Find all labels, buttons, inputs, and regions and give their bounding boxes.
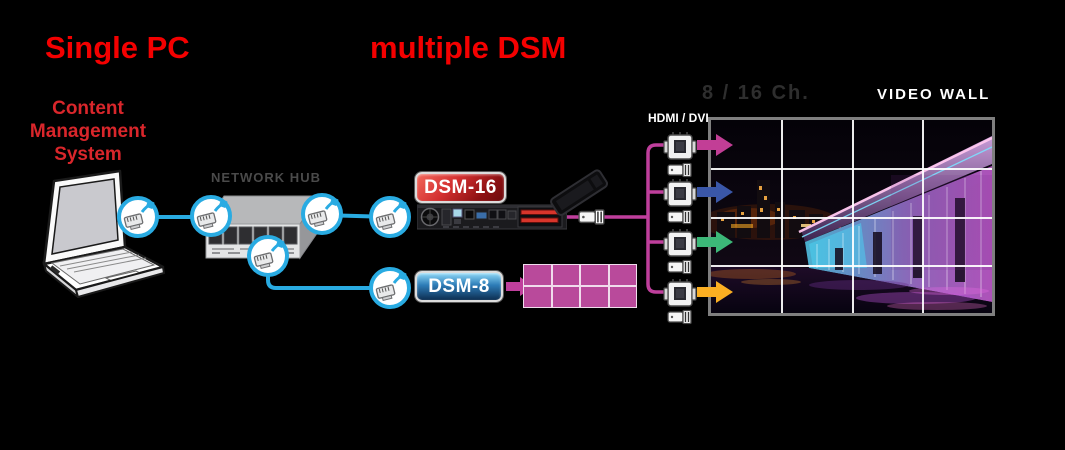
grid-cell [609,287,636,307]
title-single-pc: Single PC [45,30,190,65]
dvi-connector-front-icon [663,228,697,257]
grid-cell [552,287,579,307]
network-hub-label: NETWORK HUB [211,170,321,185]
cms-line-2: Management [29,121,147,142]
rack-server-icon [417,204,567,230]
channel-4-arrow [697,281,733,303]
rj45-connector-icon [369,267,411,309]
cms-line-3: System [54,144,122,165]
dvi-connector-side-icon [667,162,692,178]
channel-3-arrow [697,231,733,253]
dsm8-badge: DSM-8 [415,271,503,302]
dsm16-badge: DSM-16 [415,172,506,203]
dvi-connector-side-icon [578,209,605,225]
dvi-plug-outline-icon [550,169,609,216]
rj45-connector-icon [301,193,343,235]
rj45-connector-icon [247,235,289,277]
dsm8-output-grid [523,264,637,308]
hdmi-dvi-label: HDMI / DVI [648,111,709,125]
title-multiple-dsm: multiple DSM [370,30,567,65]
wall-grid-line [711,264,992,267]
cms-line-1: Content [52,98,124,119]
wall-grid-line [711,168,992,171]
laptop-icon [42,169,166,298]
wall-grid-line [711,216,992,219]
cms-label: Content Management System [8,97,168,166]
grid-cell [524,287,551,307]
grid-cell [581,287,608,307]
video-wall [708,117,995,316]
dvi-connector-front-icon [663,131,697,160]
grid-cell [524,265,551,285]
video-wall-label: VIDEO WALL [877,86,991,103]
dvi-connector-side-icon [667,309,692,325]
grid-cell [609,265,636,285]
channel-1-arrow [697,134,733,156]
rj45-connector-icon [369,196,411,238]
grid-cell [552,265,579,285]
dvi-connector-side-icon [667,259,692,275]
channel-count-label: 8 / 16 Ch. [702,82,810,104]
channel-2-arrow [697,181,733,203]
dvi-connector-side-icon [667,209,692,225]
rj45-connector-icon [190,195,232,237]
dvi-connector-front-icon [663,178,697,207]
grid-cell [581,265,608,285]
rj45-connector-icon [117,196,159,238]
dvi-connector-front-icon [663,278,697,307]
